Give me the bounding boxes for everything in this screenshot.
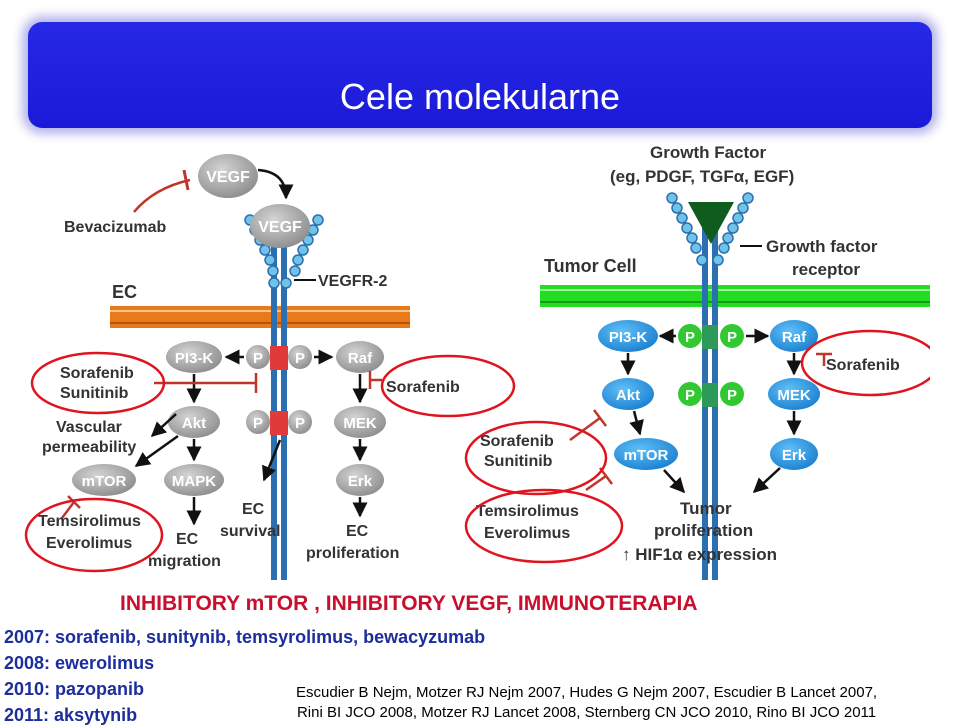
right-raf-node xyxy=(770,320,818,352)
receptor-label-2: receptor xyxy=(792,260,860,279)
growth-factor-ligand xyxy=(688,202,734,244)
tumor-receptor xyxy=(666,192,754,266)
left-erk-label: Erk xyxy=(348,473,373,490)
left-p-4: P xyxy=(295,415,305,432)
left-akt-label: Akt xyxy=(182,415,206,432)
references: Escudier B Nejm, Motzer RJ Nejm 2007, Hu… xyxy=(296,683,877,723)
left-pi3k-node xyxy=(166,341,222,373)
left-sorafenib-2: Sorafenib xyxy=(386,379,460,396)
vegf-free-label: VEGF xyxy=(206,169,250,186)
ec-survival-1: EC xyxy=(242,501,265,518)
ec-survival-2: survival xyxy=(220,523,280,540)
right-sorafenib: Sorafenib xyxy=(826,357,900,374)
left-pi3k-label: PI3-K xyxy=(175,350,214,367)
left-erk-node xyxy=(336,464,384,496)
left-mtor-label: mTOR xyxy=(82,473,127,490)
left-everolimus: Everolimus xyxy=(46,535,132,552)
right-mek-label: MEK xyxy=(777,387,811,404)
right-p-4: P xyxy=(727,387,737,404)
left-sorafenib-1: Sorafenib xyxy=(60,365,134,382)
year-item: 2007: sorafenib, sunitynib, temsyrolimus… xyxy=(4,627,486,647)
permeability-label: permeability xyxy=(42,439,136,456)
growth-factor-2: (eg, PDGF, TGFα, EGF) xyxy=(610,167,794,186)
year-item: 2010: pazopanib xyxy=(4,679,145,699)
title-banner: Cele molekularne xyxy=(28,22,932,128)
hif-expression: ↑ HIF1α expression xyxy=(622,545,777,564)
right-sorafenib-2: Sorafenib xyxy=(480,433,554,450)
left-mtor-node xyxy=(72,464,136,496)
right-raf-label: Raf xyxy=(782,329,807,346)
left-p-2: P xyxy=(295,350,305,367)
left-p-3: P xyxy=(253,415,263,432)
ec-label: EC xyxy=(112,282,137,302)
ec-migration-2: migration xyxy=(148,553,221,570)
ec-migration-1: EC xyxy=(176,531,199,548)
right-pi3k-label: PI3-K xyxy=(609,329,648,346)
vascular-label: Vascular xyxy=(56,419,122,436)
right-temsirolimus: Temsirolimus xyxy=(476,503,579,520)
left-mapk-node xyxy=(164,464,224,496)
right-everolimus: Everolimus xyxy=(484,525,570,542)
slide-title: Cele molekularne xyxy=(339,76,621,117)
growth-factor-1: Growth Factor xyxy=(650,143,767,162)
right-sunitinib: Sunitinib xyxy=(484,453,553,470)
right-mtor-node xyxy=(614,438,678,470)
right-mek-node xyxy=(768,378,820,410)
right-pi3k-node xyxy=(598,320,658,352)
year-item: 2011: aksytynib xyxy=(4,705,138,725)
receptor-label-1: Growth factor xyxy=(766,237,878,256)
right-mtor-label: mTOR xyxy=(624,447,669,464)
tumor-prolif-1: Tumor xyxy=(680,499,732,518)
ec-prolif-2: proliferation xyxy=(306,545,399,562)
left-mek-label: MEK xyxy=(343,415,377,432)
right-erk-node xyxy=(770,438,818,470)
right-p-3: P xyxy=(685,387,695,404)
left-temsirolimus: Temsirolimus xyxy=(38,513,141,530)
ec-prolif-1: EC xyxy=(346,523,369,540)
tumor-cell-label: Tumor Cell xyxy=(544,256,637,276)
left-highlight-circles xyxy=(24,351,516,573)
left-raf-label: Raf xyxy=(348,350,373,367)
ec-membrane xyxy=(110,306,410,328)
signaling-diagram: EC VEGF VEGF Bevacizumab VEGFR-2 xyxy=(24,143,930,580)
right-akt-node xyxy=(602,378,654,410)
year-item: 2008: ewerolimus xyxy=(4,653,155,673)
right-erk-label: Erk xyxy=(782,447,807,464)
right-akt-label: Akt xyxy=(616,387,640,404)
headline: INHIBITORY mTOR , INHIBITORY VEGF, IMMUN… xyxy=(120,592,698,615)
reference-line: Rini BI JCO 2008, Motzer RJ Lancet 2008,… xyxy=(296,704,877,721)
right-p-2: P xyxy=(727,329,737,346)
right-phospho-sites xyxy=(678,324,744,407)
year-list: 2007: sorafenib, sunitynib, temsyrolimus… xyxy=(4,624,485,728)
left-akt-node xyxy=(168,406,220,438)
tumor-membrane xyxy=(540,285,930,307)
vegfr2-label: VEGFR-2 xyxy=(318,273,387,290)
vegf-bound-label: VEGF xyxy=(258,219,302,236)
left-p-1: P xyxy=(253,350,263,367)
right-highlight-circles xyxy=(464,329,930,564)
left-raf-node xyxy=(336,341,384,373)
left-mek-node xyxy=(334,406,386,438)
right-panel: Growth Factor (eg, PDGF, TGFα, EGF) Tumo… xyxy=(464,143,930,580)
left-sunitinib-1: Sunitinib xyxy=(60,385,129,402)
left-mapk-label: MAPK xyxy=(172,473,216,490)
left-panel: EC VEGF VEGF Bevacizumab VEGFR-2 xyxy=(24,154,516,580)
right-p-1: P xyxy=(685,329,695,346)
tumor-prolif-2: proliferation xyxy=(654,521,753,540)
reference-line: Escudier B Nejm, Motzer RJ Nejm 2007, Hu… xyxy=(296,684,878,701)
bevacizumab-label: Bevacizumab xyxy=(64,219,166,236)
vegf-free-node xyxy=(198,154,258,198)
vegf-bound-node xyxy=(250,204,310,248)
left-phospho-sites xyxy=(246,345,312,435)
